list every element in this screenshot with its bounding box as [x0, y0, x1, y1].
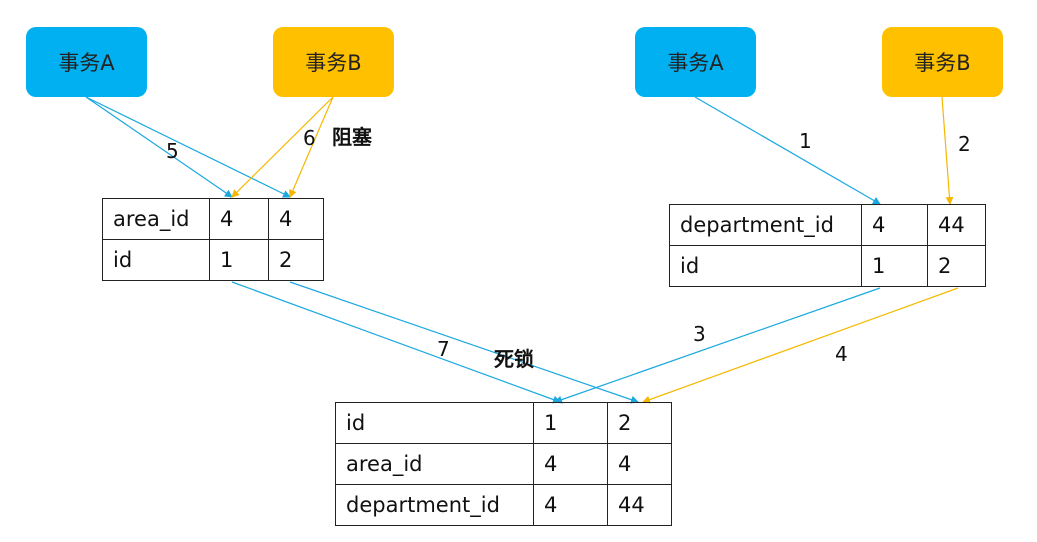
table-cell: id	[669, 245, 862, 287]
left-transaction-a: 事务A	[26, 27, 147, 97]
table-row: department_id 4 44	[669, 204, 986, 246]
step-1-label: 1	[799, 129, 812, 153]
arrow-left-id2-to-primary	[289, 281, 639, 404]
table-cell: 4	[861, 204, 928, 246]
arrow-right-a-to-dept-1	[694, 96, 881, 205]
table-cell: id	[102, 239, 210, 281]
table-row: area_id 4 4	[335, 443, 672, 485]
arrow-right-id1-to-primary	[554, 287, 881, 404]
table-cell: 2	[927, 245, 986, 287]
area-id-index-table: area_id 4 4 id 1 2	[102, 198, 324, 281]
table-cell: 4	[533, 443, 608, 485]
table-cell: 44	[927, 204, 986, 246]
right-transaction-b: 事务B	[882, 27, 1003, 97]
blocked-label: 阻塞	[332, 125, 372, 149]
department-id-index-table: department_id 4 44 id 1 2	[669, 204, 986, 287]
table-cell: department_id	[669, 204, 862, 246]
step-6-label: 6	[303, 126, 316, 150]
table-cell: 4	[268, 198, 324, 240]
table-cell: 2	[607, 402, 672, 444]
table-cell: 4	[533, 484, 608, 526]
step-4-label: 4	[835, 342, 848, 366]
arrow-right-id2-to-primary	[642, 287, 959, 404]
table-cell: 4	[209, 198, 269, 240]
arrow-left-b-to-area-2	[289, 96, 334, 198]
deadlock-label: 死锁	[494, 347, 534, 371]
step-2-label: 2	[958, 132, 971, 156]
arrow-left-id1-to-primary	[231, 281, 561, 404]
table-cell: 1	[209, 239, 269, 281]
table-cell: 1	[533, 402, 608, 444]
step-5-label: 5	[166, 139, 179, 163]
table-row: area_id 4 4	[102, 198, 324, 240]
right-transaction-a: 事务A	[635, 27, 756, 97]
table-row: id 1 2	[102, 239, 324, 281]
table-cell: 2	[268, 239, 324, 281]
arrow-left-b-to-area-1	[231, 96, 334, 198]
table-row: id 1 2	[335, 402, 672, 444]
table-row: department_id 4 44	[335, 484, 672, 526]
table-cell: id	[335, 402, 534, 444]
table-cell: area_id	[335, 443, 534, 485]
arrow-right-b-to-dept-2	[941, 96, 954, 205]
primary-key-table: id 1 2 area_id 4 4 department_id 4 44	[335, 402, 672, 526]
step-3-label: 3	[693, 322, 706, 346]
table-row: id 1 2	[669, 245, 986, 287]
table-cell: department_id	[335, 484, 534, 526]
table-cell: area_id	[102, 198, 210, 240]
step-7-label: 7	[437, 337, 450, 361]
arrow-left-a-to-area-1	[85, 96, 233, 198]
table-cell: 1	[861, 245, 928, 287]
table-cell: 4	[607, 443, 672, 485]
table-cell: 44	[607, 484, 672, 526]
left-transaction-b: 事务B	[273, 27, 394, 97]
arrow-left-a-to-area-2	[85, 96, 291, 198]
